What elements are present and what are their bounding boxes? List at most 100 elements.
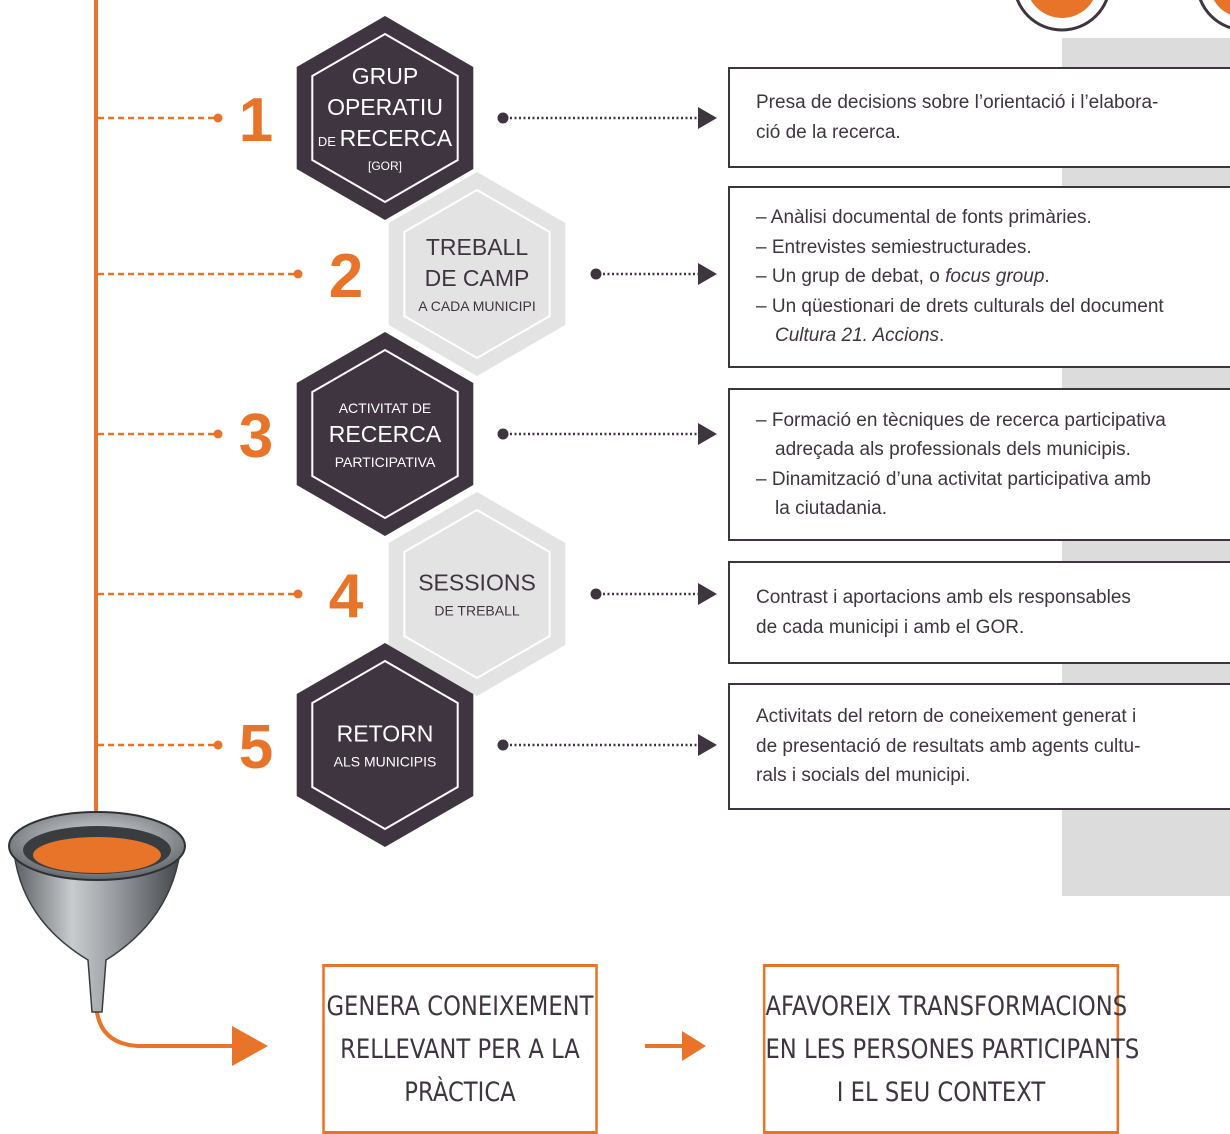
description-line: – Un grup de debat, o focus group.: [756, 262, 1230, 292]
description-line: – Formació en tècniques de recerca parti…: [756, 406, 1230, 436]
step-3-connector-dot: [213, 429, 223, 439]
description-text: la ciutadania.: [775, 498, 887, 519]
step-5: 5 RETORN ALS MUNICIPIS: [98, 643, 717, 847]
outcome-line: PRÀCTICA: [404, 1077, 516, 1108]
step-5-title-line: ALS MUNICIPIS: [334, 753, 437, 769]
step-1-connector-dot: [213, 113, 223, 123]
title-prefix: DE: [318, 134, 340, 149]
outcome-line: EN LES PERSONES PARTICIPANTS: [765, 1034, 1140, 1065]
step-1-hexagon-outline: [311, 32, 459, 204]
arrow-head-to-outcome: [232, 1026, 268, 1066]
step-2-hexagon: [388, 172, 566, 376]
description-emphasis: focus group: [945, 266, 1045, 288]
top-circle-2-fill: [1213, 0, 1230, 15]
step-5-number: 5: [239, 713, 273, 782]
description-line: la ciutadania.: [756, 494, 1230, 524]
outcome-line: GENERA CONEIXEMENT: [326, 991, 594, 1022]
step-4-number: 4: [329, 562, 364, 631]
outcome-box-transformation: AFAVOREIX TRANSFORMACIONS EN LES PERSONES…: [762, 964, 1140, 1134]
description-text: – Formació en tècniques de recerca parti…: [756, 409, 1166, 431]
step-5-title-line: RETORN: [337, 720, 434, 746]
step-2-title-line: DE CAMP: [425, 265, 530, 291]
description-text: – Entrevistes semiestructurades.: [756, 236, 1032, 258]
step-2-number: 2: [329, 242, 363, 311]
step-1-title-line: [GOR]: [368, 159, 402, 173]
description-line: Contrast i aportacions amb els responsab…: [756, 583, 1230, 613]
description-text: – Un qüestionari de drets culturals del …: [756, 295, 1164, 317]
step-1-title-line: OPERATIU: [327, 94, 443, 120]
step-3-arrow-start: [497, 428, 509, 440]
step-1-arrow-head: [698, 107, 717, 129]
step-4: 4 SESSIONS DE TREBALL: [98, 492, 717, 696]
step-5-description-box: Activitats del retorn de coneixement gen…: [728, 683, 1230, 810]
outcome-box-knowledge: GENERA CONEIXEMENT RELLEVANT PER A LA PRÀC…: [322, 964, 598, 1134]
description-line: adreçada als professionals dels municipi…: [756, 435, 1230, 465]
description-line: Presa de decisions sobre l’orientació i …: [756, 88, 1230, 118]
step-3-hexagon: [296, 332, 474, 536]
description-text-after: .: [939, 325, 945, 347]
step-2-title-line: TREBALL: [426, 234, 528, 260]
description-emphasis: Cultura 21. Accions: [775, 325, 940, 347]
step-5-hexagon-outline: [311, 659, 459, 831]
step-4-arrow-head: [698, 583, 717, 605]
description-text: Presa de decisions sobre l’orientació i …: [756, 92, 1159, 113]
outcome-arrow-head: [682, 1031, 706, 1061]
step-4-arrow-start: [590, 588, 602, 600]
step-4-hexagon: [388, 492, 566, 696]
step-5-arrow-head: [698, 734, 717, 756]
step-2-title-line: A CADA MUNICIPI: [418, 298, 535, 314]
description-line: ció de la recerca.: [756, 118, 1230, 148]
step-3-arrow-head: [698, 423, 717, 445]
description-line: – Entrevistes semiestructurades.: [756, 233, 1230, 263]
description-text: – Dinamització d’una activitat participa…: [756, 468, 1151, 490]
step-5-connector-dot: [213, 740, 223, 750]
step-5-arrow-start: [497, 739, 509, 751]
step-4-title-line: SESSIONS: [418, 569, 536, 595]
title-main: RECERCA: [340, 125, 453, 151]
step-2-hexagon-outline: [403, 188, 551, 360]
outcome-line: RELLEVANT PER A LA: [340, 1034, 580, 1065]
step-3-title-line: PARTICIPATIVA: [335, 454, 436, 470]
step-4-description-box: Contrast i aportacions amb els responsab…: [728, 561, 1230, 664]
step-2-connector-dot: [293, 269, 303, 279]
step-2-arrow-head: [698, 263, 717, 285]
description-text: Contrast i aportacions amb els responsab…: [756, 587, 1131, 608]
description-line: – Un qüestionari de drets culturals del …: [756, 292, 1230, 322]
description-text: adreçada als professionals dels municipi…: [775, 439, 1131, 460]
step-2-arrow-start: [590, 268, 602, 280]
description-line: – Dinamització d’una activitat participa…: [756, 465, 1230, 495]
step-3-title-line: RECERCA: [329, 421, 442, 447]
step-5-hexagon: [296, 643, 474, 847]
description-line: de cada municipi i amb el GOR.: [756, 613, 1230, 643]
step-4-connector-dot: [293, 589, 303, 599]
description-line: Activitats del retorn de coneixement gen…: [756, 702, 1230, 732]
description-text: ció de la recerca.: [756, 121, 901, 143]
description-text: – Anàlisi documental de fonts primàries.: [756, 207, 1092, 229]
description-text: – Un grup de debat, o: [756, 266, 946, 288]
description-text: de presentació de resultats amb agents c…: [756, 735, 1141, 757]
step-3: 3 ACTIVITAT DE RECERCA PARTICIPATIVA: [98, 332, 717, 536]
step-3-number: 3: [239, 402, 273, 471]
step-1-description-box: Presa de decisions sobre l’orientació i …: [728, 67, 1230, 168]
step-1-arrow-start: [497, 112, 509, 124]
outcome-line: AFAVOREIX TRANSFORMACIONS: [765, 991, 1128, 1022]
description-text: Activitats del retorn de coneixement gen…: [756, 706, 1137, 728]
funnel-cone: [13, 851, 181, 1013]
step-4-hexagon-outline: [403, 508, 551, 680]
outcome-line: I EL SEU CONTEXT: [836, 1077, 1046, 1108]
step-3-title-line: ACTIVITAT DE: [339, 400, 432, 416]
description-text: de cada municipi i amb el GOR.: [756, 616, 1025, 638]
step-1-hexagon: [296, 16, 474, 220]
funnel-liquid: [33, 837, 161, 873]
step-1-title-line: DE RECERCA: [318, 125, 453, 151]
description-text: rals i socials del municipi.: [756, 765, 971, 787]
step-4-title-line: DE TREBALL: [434, 602, 520, 618]
description-line: de presentació de resultats amb agents c…: [756, 732, 1230, 762]
step-3-description-box: – Formació en tècniques de recerca parti…: [728, 388, 1230, 541]
step-1-number: 1: [239, 86, 273, 155]
step-3-hexagon-outline: [311, 348, 459, 520]
description-text-after: .: [1044, 266, 1050, 288]
description-line: rals i socials del municipi.: [756, 761, 1230, 791]
